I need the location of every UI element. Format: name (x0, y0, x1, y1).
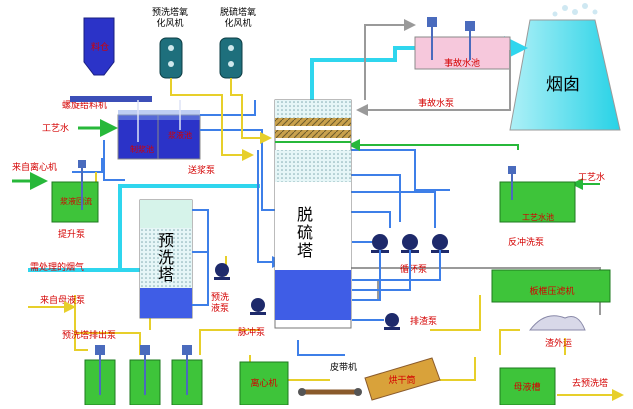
slurry-return-tank: 浆液回流 (51, 160, 99, 223)
material-bin-label: 料仓 (91, 41, 109, 53)
desulf-fan: 脱硫塔氧化风机 (219, 6, 256, 79)
pump-icon (250, 298, 266, 315)
oxidation-fan-icon (168, 45, 174, 67)
agitator-icon (137, 100, 181, 142)
agitator-icon (95, 345, 192, 395)
prewash-circ-pump-label: 预洗液泵 (211, 291, 229, 314)
filter-press: 板框压滤机 (491, 269, 611, 303)
lift-pump-label: 提升泵 (58, 229, 85, 240)
prewash-fan: 预洗塔氧化风机 (152, 6, 188, 79)
agitator-icon (508, 166, 516, 200)
slurry-pools: 制浆池 浆液池 (117, 100, 201, 160)
process-water-1: 工艺水 (42, 119, 118, 137)
slurry-return-label: 浆液回流 (60, 196, 92, 206)
desulf-tower: 脱硫塔 (274, 99, 352, 329)
prewash-drain-pump-label: 预洗塔排出泵 (62, 329, 116, 341)
desulf-fan-label: 脱硫塔氧化风机 (220, 6, 256, 29)
smoke-dots (552, 3, 598, 17)
circ-pump-label: 循环泵 (400, 263, 427, 275)
green-lines (348, 139, 600, 190)
process-water-tank: 工艺水池 (499, 166, 576, 223)
chimney: 烟囱 (509, 3, 621, 131)
prewash-fan-label: 预洗塔氧化风机 (152, 6, 188, 29)
from-mother-pump-label: 来自母液泵 (40, 294, 85, 306)
dryer: 烘干筒 (364, 357, 441, 401)
prewash-tower-label: 预洗塔 (158, 231, 174, 284)
centrifuge-label: 离心机 (250, 377, 277, 389)
belt-conveyor-label: 皮带机 (330, 361, 357, 373)
discharge-pump-label: 排渣泵 (410, 315, 437, 327)
send-pump-label: 送浆泵 (188, 164, 215, 176)
process-water-tank-label: 工艺水池 (522, 212, 554, 222)
prewash-drain-tanks (84, 345, 203, 406)
dryer-label: 烘干筒 (388, 374, 415, 386)
slurry-pool-label: 制浆池 (130, 144, 154, 154)
mother-tank-label: 母液槽 (513, 381, 540, 393)
screw-feeder (70, 96, 152, 102)
process-water-2-label: 工艺水 (578, 171, 605, 183)
circ-return-pipes (352, 241, 441, 301)
process-water-1-label: 工艺水 (42, 122, 69, 134)
mother-tank: 母液槽 (499, 367, 556, 406)
to-prewash-tower-label: 去预洗塔 (572, 377, 608, 389)
desulf-tower-label: 脱硫塔 (297, 205, 313, 260)
material-bin: 料仓 (83, 17, 115, 76)
centrifuge: 离心机 (239, 361, 289, 406)
oxidation-fan-icon (228, 45, 234, 67)
pretreated-gas-label: 需处理的烟气 (30, 261, 84, 273)
pump-icon (384, 313, 400, 330)
belt-conveyor: 皮带机 (298, 361, 362, 396)
accident-tank: 事故水池 (414, 17, 511, 70)
residue-pile (528, 315, 586, 331)
pump-icon (214, 263, 230, 280)
agitator-icon (78, 160, 86, 210)
accident-tank-label: 事故水池 (444, 57, 480, 69)
accident-pump-label: 事故水泵 (418, 97, 454, 109)
slurry-pool2-label: 浆液池 (168, 130, 192, 140)
filter-press-label: 板框压滤机 (529, 285, 574, 297)
agitator-icon (427, 17, 475, 60)
chimney-label: 烟囱 (546, 75, 580, 95)
pulse-pump-label: 脉冲泵 (238, 326, 265, 338)
prewash-tower: 预洗塔 (139, 199, 193, 319)
prewash-pipes (192, 209, 209, 306)
from-centrifuge-label: 来自离心机 (12, 161, 57, 173)
backwash-pump-label: 反冲洗泵 (508, 236, 544, 248)
residue-out-label: 渣外运 (545, 337, 572, 349)
